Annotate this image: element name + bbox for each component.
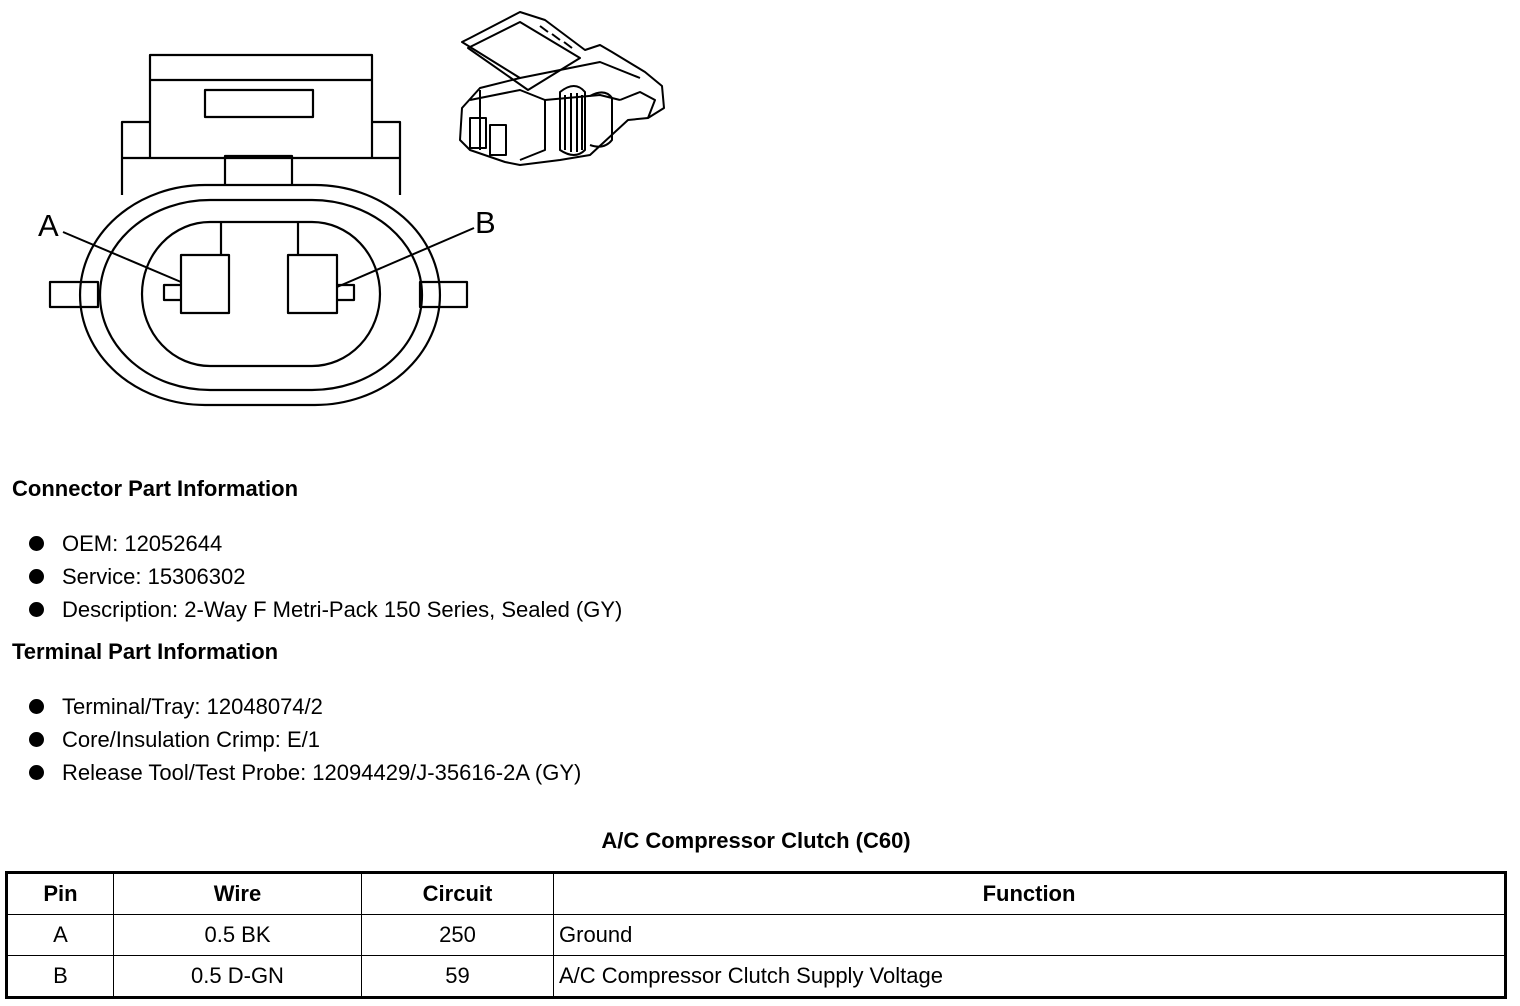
list-item: Core/Insulation Crimp: E/1 [28, 723, 581, 756]
bullet-icon [29, 536, 44, 551]
callout-label-a: A [38, 208, 59, 243]
cell-pin: A [6, 914, 114, 956]
cell-wire: 0.5 BK [113, 914, 362, 956]
pinout-table-title: A/C Compressor Clutch (C60) [601, 828, 911, 853]
connector-3d-view [459, 11, 665, 166]
list-item: Service: 15306302 [28, 560, 622, 593]
terminal-part-info-list: Terminal/Tray: 12048074/2 Core/Insulatio… [28, 690, 581, 789]
table-row: A 0.5 BK 250 Ground [6, 914, 1506, 956]
column-header-wire: Wire [113, 872, 362, 915]
callout-label-b: B [475, 205, 496, 240]
terminal-a [179, 253, 231, 315]
terminal-part-info-heading: Terminal Part Information [12, 639, 279, 664]
list-item: Terminal/Tray: 12048074/2 [28, 690, 581, 723]
connector-cavity [140, 220, 382, 368]
bullet-icon [29, 602, 44, 617]
connector-side-tab-right [418, 280, 469, 309]
connector-key [223, 154, 294, 185]
connector-latch-window [203, 88, 315, 119]
cell-circuit: 59 [361, 955, 554, 998]
column-header-function: Function [553, 872, 1506, 915]
cell-circuit: 250 [361, 914, 554, 956]
table-row: B 0.5 D-GN 59 A/C Compressor Clutch Supp… [6, 955, 1506, 998]
leader-line-a [62, 231, 182, 283]
leader-line-b [336, 227, 475, 288]
connector-part-info-heading: Connector Part Information [12, 476, 299, 501]
connector-outer-seal [78, 183, 442, 407]
terminal-b [286, 253, 339, 315]
cell-pin: B [6, 955, 114, 998]
bullet-icon [29, 699, 44, 714]
cell-function: A/C Compressor Clutch Supply Voltage [553, 955, 1506, 998]
connector-side-tab-left [48, 280, 100, 309]
column-header-pin: Pin [6, 872, 114, 915]
column-header-circuit: Circuit [361, 872, 554, 915]
cell-function: Ground [553, 914, 1506, 956]
connector-latch-housing [148, 53, 374, 158]
connector-part-info-list: OEM: 12052644 Service: 15306302 Descript… [28, 527, 622, 626]
list-item: Release Tool/Test Probe: 12094429/J-3561… [28, 756, 581, 789]
list-item: OEM: 12052644 [28, 527, 622, 560]
table-header-row: Pin Wire Circuit Function [6, 872, 1506, 915]
cell-wire: 0.5 D-GN [113, 955, 362, 998]
bullet-icon [29, 569, 44, 584]
bullet-icon [29, 732, 44, 747]
pinout-table: Pin Wire Circuit Function A 0.5 BK 250 G… [5, 871, 1507, 999]
list-item: Description: 2-Way F Metri-Pack 150 Seri… [28, 593, 622, 626]
bullet-icon [29, 765, 44, 780]
